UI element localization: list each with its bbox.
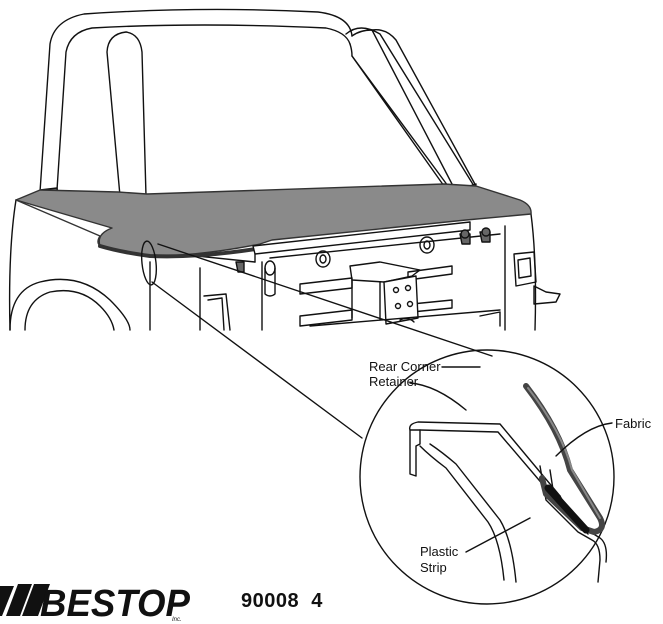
detail-callout (140, 240, 615, 605)
taillight (203, 251, 561, 331)
tailgate (261, 225, 506, 331)
svg-text:Inc.: Inc. (172, 617, 182, 622)
svg-text:BESTOP: BESTOP (40, 583, 191, 622)
rear-corner-retainer-label-line2: Retainer (369, 374, 419, 389)
fabric-label: Fabric (615, 416, 652, 431)
plastic-strip-label-line1: Plastic (420, 544, 459, 559)
label-leaders (409, 366, 613, 553)
bestop-logo: BESTOP Inc. (0, 583, 191, 622)
roll-bar (39, 8, 477, 197)
rear-corner-retainer-label-line1: Rear Corner (369, 359, 441, 374)
cover-snaps (235, 227, 491, 273)
tailgate-retainer-bar (252, 221, 471, 263)
tonneau-cover (15, 183, 532, 259)
plastic-strip-label-line2: Strip (420, 560, 447, 575)
document-number: 90008 4 (241, 590, 323, 612)
detail-view (408, 383, 608, 583)
wheel-arch (9, 278, 131, 331)
